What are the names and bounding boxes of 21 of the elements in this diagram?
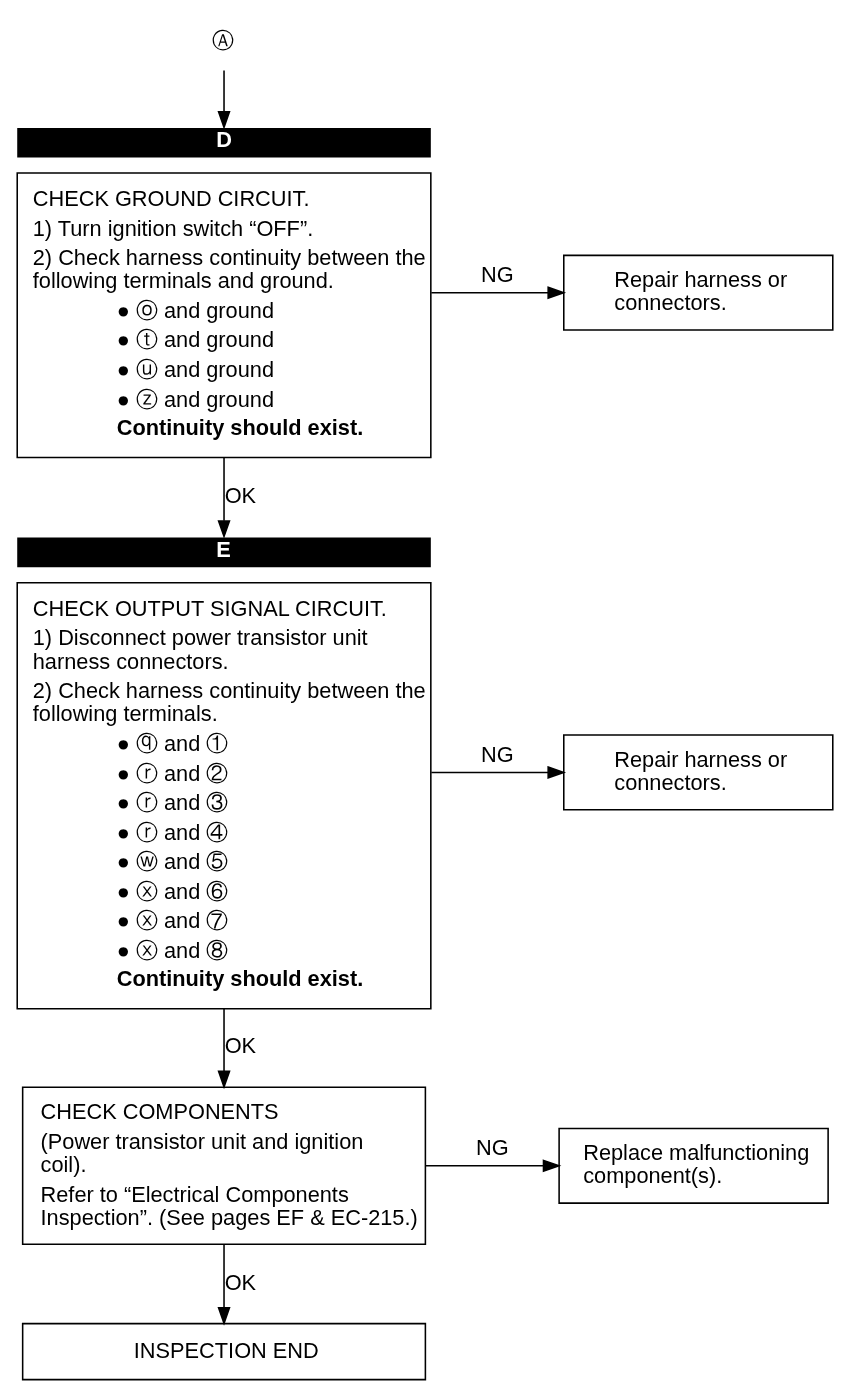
arrow [217, 456, 231, 539]
node-label: E [215, 536, 231, 562]
node-box: Repair harness or connectors. [562, 254, 834, 331]
edge-label: NG [480, 741, 514, 767]
edge-label: OK [224, 1033, 256, 1059]
node-box: Repair harness or connectors. [562, 734, 834, 811]
arrow [430, 286, 566, 300]
edge-label: NG [475, 1135, 509, 1161]
node-box: CHECK COMPONENTS (Power transistor unit and ignition coil). Refer to “Electrical Components Inspection”. (See pages EF & EC-215.) [21, 1086, 426, 1246]
arrow [217, 69, 231, 130]
node-box: INSPECTION END [21, 1322, 426, 1381]
node-box: Replace malfunctioning component(s). [557, 1127, 829, 1204]
node-label: D [215, 126, 232, 152]
arrow [430, 765, 566, 779]
arrow [217, 1244, 231, 1326]
arrow [217, 1007, 231, 1090]
node-text: Ⓐ [211, 28, 234, 54]
arrow [424, 1159, 561, 1173]
edge-label: OK [224, 482, 256, 508]
edge-label: OK [224, 1269, 256, 1295]
edge-label: NG [480, 262, 514, 288]
